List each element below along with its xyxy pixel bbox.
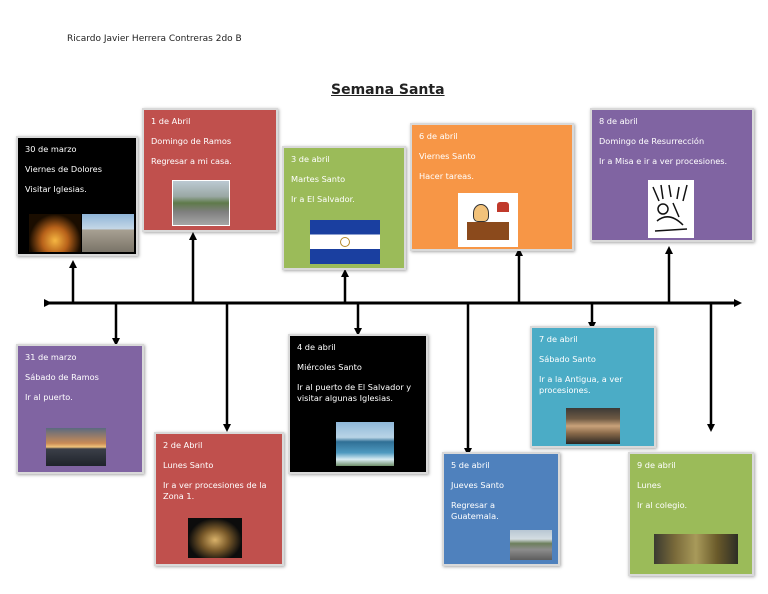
event-date: 7 de abril [539, 334, 578, 344]
sketch-drawing-icon [652, 184, 688, 232]
author-name: Ricardo Javier Herrera Contreras 2do B [67, 34, 242, 44]
event-card-6-abril: 6 de abril Viernes Santo Hacer tareas. [410, 123, 574, 251]
event-date: 5 de abril [451, 460, 490, 470]
event-date: 31 de marzo [25, 352, 77, 362]
event-activity: Ir a Misa e ir a ver procesiones. [599, 156, 728, 167]
event-date: 6 de abril [419, 131, 458, 141]
event-card-30-marzo: 30 de marzo Viernes de Dolores Visitar I… [16, 136, 138, 256]
event-card-8-abril: 8 de abril Domingo de Resurrección Ir a … [590, 108, 754, 242]
event-card-31-marzo: 31 de marzo Sábado de Ramos Ir al puerto… [16, 344, 144, 474]
event-name: Lunes [637, 480, 662, 491]
event-activity: Ir a la Antigua, a ver procesiones. [539, 374, 623, 396]
cartoon-figure-icon [473, 204, 489, 222]
procession-drawing [648, 180, 694, 238]
highway-photo [172, 180, 230, 226]
event-name: Miércoles Santo [297, 362, 362, 373]
event-name: Martes Santo [291, 174, 346, 185]
cartoon-desk-icon [467, 222, 509, 240]
event-date: 1 de Abril [151, 116, 191, 126]
cartoon-desk-image [458, 193, 518, 247]
event-date: 3 de abril [291, 154, 330, 164]
procession-photo [188, 518, 242, 558]
event-card-4-abril: 4 de abril Miércoles Santo Ir al puerto … [288, 334, 428, 474]
event-date: 2 de Abril [163, 440, 203, 450]
event-activity: Ir a ver procesiones de la Zona 1. [163, 480, 267, 502]
event-activity: Regresar a Guatemala. [451, 500, 499, 522]
event-card-2-abril: 2 de Abril Lunes Santo Ir a ver procesio… [154, 432, 284, 566]
sunset-photo [46, 428, 106, 466]
event-date: 9 de abril [637, 460, 676, 470]
page-title: Semana Santa [331, 82, 445, 98]
school-sign-photo [654, 534, 738, 564]
event-card-9-abril: 9 de abril Lunes Ir al colegio. [628, 452, 754, 576]
event-name: Domingo de Resurrección [599, 136, 705, 147]
event-activity: Hacer tareas. [419, 171, 475, 182]
lamp-icon [497, 202, 509, 212]
event-name: Lunes Santo [163, 460, 214, 471]
event-activity: Ir al puerto. [25, 392, 73, 403]
event-activity: Ir al puerto de El Salvador y visitar al… [297, 382, 412, 404]
event-card-1-abril: 1 de Abril Domingo de Ramos Regresar a m… [142, 108, 278, 232]
event-date: 8 de abril [599, 116, 638, 126]
event-date: 30 de marzo [25, 144, 77, 154]
event-card-3-abril: 3 de abril Martes Santo Ir a El Salvador… [282, 146, 406, 270]
church-photo-night [29, 214, 81, 252]
event-activity: Ir a El Salvador. [291, 194, 355, 205]
event-date: 4 de abril [297, 342, 336, 352]
event-card-7-abril: 7 de abril Sábado Santo Ir a la Antigua,… [530, 326, 656, 448]
coast-photo [336, 422, 394, 466]
event-name: Jueves Santo [451, 480, 505, 491]
event-activity: Regresar a mi casa. [151, 156, 232, 167]
event-name: Sábado de Ramos [25, 372, 99, 383]
event-name: Sábado Santo [539, 354, 596, 365]
event-card-5-abril: 5 de abril Jueves Santo Regresar a Guate… [442, 452, 560, 566]
el-salvador-flag [310, 220, 380, 264]
church-photo-day [82, 214, 134, 252]
event-activity: Visitar Iglesias. [25, 184, 87, 195]
road-photo [510, 530, 552, 560]
event-name: Viernes Santo [419, 151, 476, 162]
flag-emblem-icon [340, 237, 350, 247]
event-name: Viernes de Dolores [25, 164, 102, 175]
antigua-photo [566, 408, 620, 444]
event-name: Domingo de Ramos [151, 136, 232, 147]
event-activity: Ir al colegio. [637, 500, 688, 511]
